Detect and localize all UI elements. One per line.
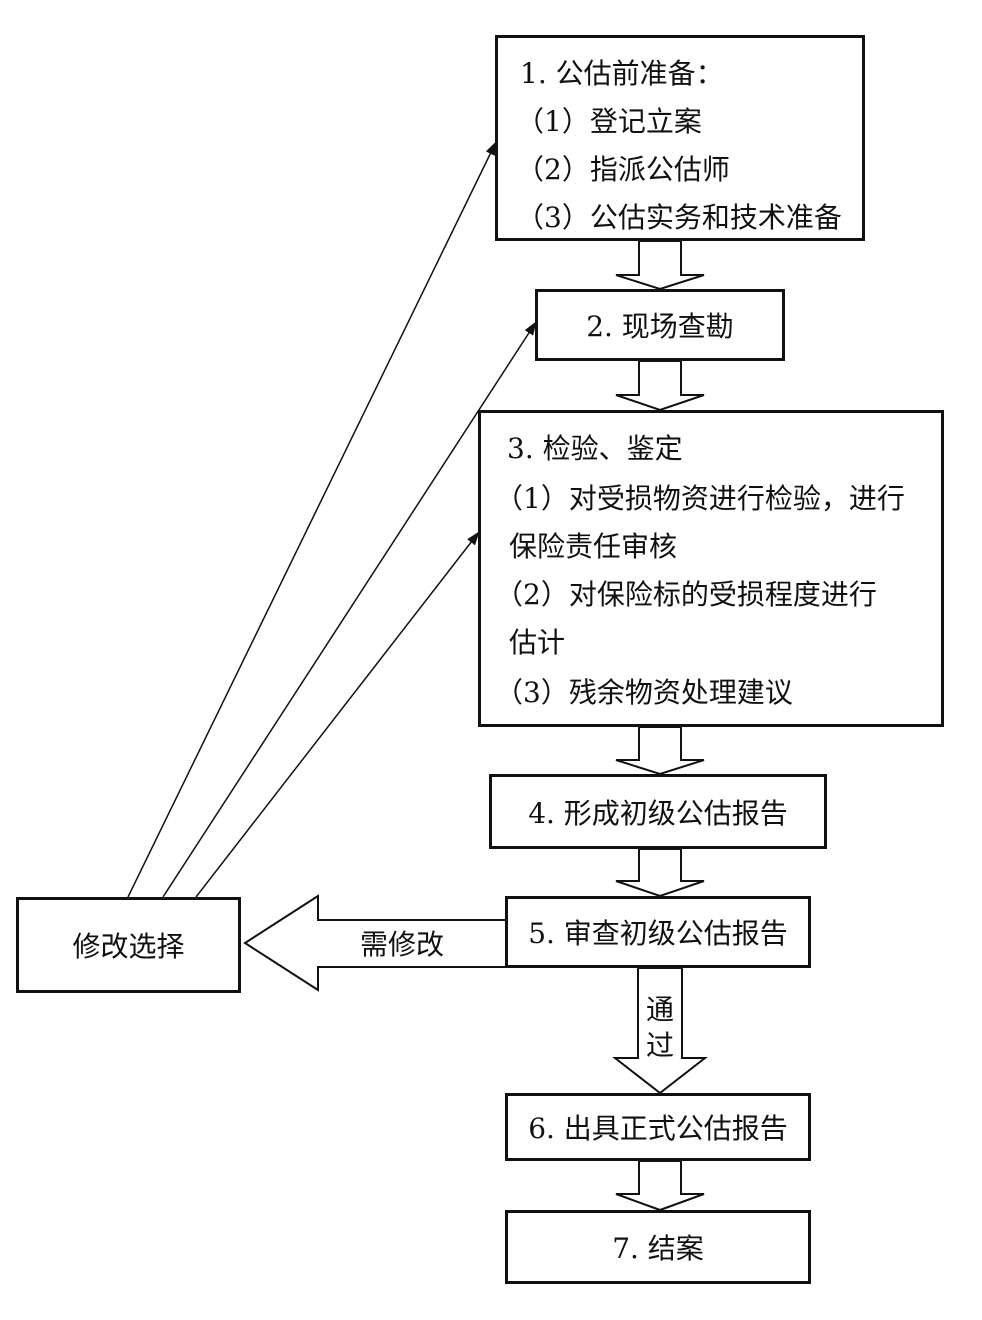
step2-box: 2. 现场查勘 — [535, 289, 785, 361]
step3-line-5: （3）残余物资处理建议 — [495, 676, 793, 709]
step4-box: 4. 形成初级公估报告 — [489, 774, 827, 849]
arrow-step2-to-step3 — [615, 360, 705, 412]
arrow-step1-to-step2 — [615, 240, 705, 291]
step3-line-4: 估计 — [509, 626, 566, 659]
return-arrow-to-step3 — [195, 531, 480, 898]
arrow-step5-pass-to-step6 — [612, 967, 708, 1095]
step3-line-1: （1）对受损物资进行检验，进行 — [495, 482, 905, 515]
need-modify-label: 需修改 — [360, 928, 445, 961]
step1-box: 1. 公估前准备： （1）登记立案 （2）指派公估师 （3）公估实务和技术准备 — [495, 35, 865, 241]
step6-title: 6. 出具正式公估报告 — [528, 1112, 788, 1145]
step3-line-3: （2）对保险标的受损程度进行 — [495, 578, 877, 611]
step1-item-1: （1）登记立案 — [516, 105, 702, 138]
modify-choice-box: 修改选择 — [16, 897, 241, 993]
return-arrow-to-step2 — [162, 321, 537, 898]
step7-title: 7. 结案 — [612, 1232, 704, 1265]
step3-line-2: 保险责任审核 — [509, 530, 678, 563]
step3-title: 3. 检验、鉴定 — [507, 432, 683, 465]
step4-title: 4. 形成初级公估报告 — [528, 796, 788, 830]
return-arrow-to-step1 — [127, 141, 497, 898]
arrow-step4-to-step5 — [615, 848, 705, 898]
step1-title: 1. 公估前准备： — [520, 57, 724, 90]
arrow-step5-need-modify — [243, 894, 508, 992]
arrow-step3-to-step4 — [615, 726, 705, 776]
step3-box: 3. 检验、鉴定 （1）对受损物资进行检验，进行 保险责任审核 （2）对保险标的… — [478, 410, 944, 727]
step5-box: 5. 审查初级公估报告 — [505, 896, 811, 968]
step1-item-3: （3）公估实务和技术准备 — [516, 201, 842, 234]
step6-box: 6. 出具正式公估报告 — [505, 1093, 811, 1161]
step5-title: 5. 审查初级公估报告 — [528, 917, 788, 950]
modify-choice-title: 修改选择 — [72, 930, 185, 963]
step7-box: 7. 结案 — [505, 1210, 811, 1284]
pass-label-char-2: 过 — [646, 1029, 675, 1062]
pass-label-char-1: 通 — [646, 993, 675, 1026]
arrow-step6-to-step7 — [615, 1160, 705, 1212]
step1-item-2: （2）指派公估师 — [516, 153, 730, 186]
step2-title: 2. 现场查勘 — [586, 310, 734, 343]
